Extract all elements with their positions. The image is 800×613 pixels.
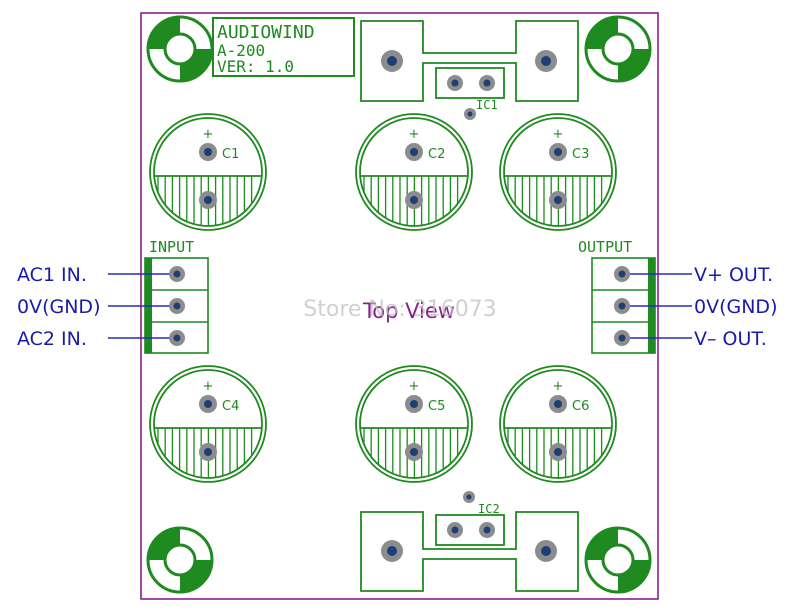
input-label: 0V(GND) (17, 296, 100, 318)
title-line-3: VER: 1.0 (217, 57, 294, 76)
title-box (212, 17, 355, 77)
output-label: 0V(GND) (694, 296, 777, 318)
capacitor-polarity-mark: + (553, 379, 564, 394)
capacitor-polarity-mark: + (203, 379, 214, 394)
capacitor-label: C4 (222, 399, 239, 414)
title-line-1: AUDIOWIND (217, 22, 315, 43)
terminal-connections: AC1 IN. 0V(GND) AC2 IN. V+ OUT. 0V(GND) V– OU… (17, 264, 777, 350)
store-watermark: Store No: 316073 (303, 297, 496, 322)
mounting-hole (584, 526, 652, 594)
output-header: OUTPUT (578, 238, 632, 256)
capacitor-label: C6 (572, 399, 589, 414)
input-header: INPUT (149, 238, 194, 256)
capacitor-label: C3 (572, 147, 589, 162)
mounting-hole (146, 15, 214, 83)
mounting-hole (146, 526, 214, 594)
top-view-label: Top View (362, 299, 455, 323)
ic2-label: IC2 (478, 502, 500, 516)
capacitor-c1: + C1 (149, 113, 267, 231)
capacitor-c5: + C5 (355, 365, 473, 483)
input-label: AC2 IN. (17, 328, 87, 350)
output-label: V+ OUT. (694, 264, 773, 286)
output-label: V– OUT. (694, 328, 767, 350)
capacitor-polarity-mark: + (203, 127, 214, 142)
capacitor-polarity-mark: + (409, 379, 420, 394)
capacitor-c6: + C6 (499, 365, 617, 483)
capacitor-label: C1 (222, 147, 239, 162)
capacitor-label: C2 (428, 147, 445, 162)
ic1-footprint (360, 20, 579, 120)
capacitor-c3: + C3 (499, 113, 617, 231)
capacitor-polarity-mark: + (553, 127, 564, 142)
board-outline (140, 12, 659, 600)
capacitor-c4: + C4 (149, 365, 267, 483)
title-line-2: A-200 (217, 41, 265, 60)
mounting-hole (584, 15, 652, 83)
ic2-footprint (360, 491, 579, 592)
capacitor-c2: + C2 (355, 113, 473, 231)
capacitor-polarity-mark: + (409, 127, 420, 142)
ic1-label: IC1 (476, 98, 498, 112)
input-label: AC1 IN. (17, 264, 87, 286)
capacitor-label: C5 (428, 399, 445, 414)
